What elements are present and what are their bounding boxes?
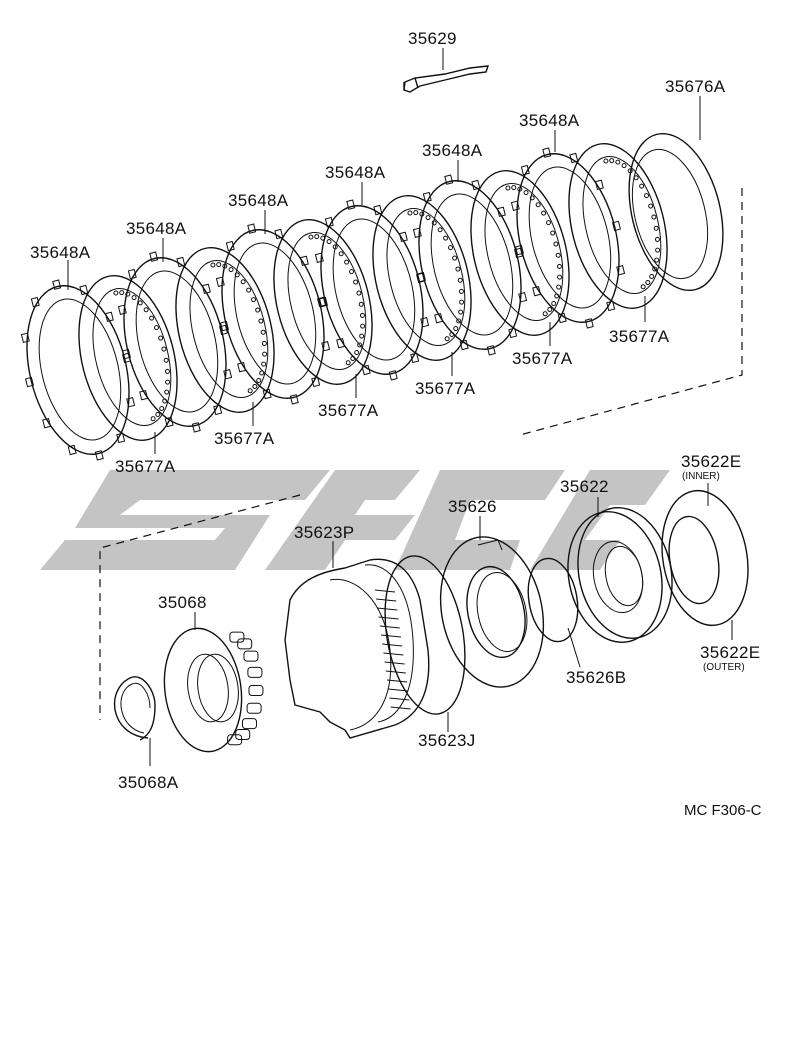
label-35068A: 35068A (118, 773, 179, 792)
part-35623P-drum (284, 558, 430, 739)
steel-plate (117, 251, 233, 433)
part-35626B-o-ring (527, 557, 579, 643)
part-35629-clip (403, 65, 490, 93)
steel-plate (510, 147, 626, 329)
label-35676A: 35676A (665, 77, 726, 96)
label-35622E-inner: 35622E (681, 452, 741, 471)
label-35623P: 35623P (294, 523, 354, 542)
label-35622E-inner-note: (INNER) (682, 471, 720, 482)
label-35677A-5: 35677A (512, 349, 573, 368)
friction-plate (175, 247, 275, 413)
friction-plate (372, 195, 472, 361)
label-35677A-4: 35677A (415, 379, 476, 398)
label-35677A-1: 35677A (115, 457, 176, 476)
part-35068A-snap-ring (114, 676, 156, 741)
part-35622E-outer-seal (661, 489, 749, 627)
friction-plate (568, 143, 668, 309)
label-35648A-3: 35648A (228, 191, 289, 210)
label-35622E-outer: 35622E (700, 643, 760, 662)
label-35622E-outer-note: (OUTER) (703, 662, 745, 673)
friction-plate (78, 275, 178, 441)
part-35068-spring-retainer (163, 627, 264, 753)
label-35623J: 35623J (418, 731, 476, 750)
label-35068: 35068 (158, 593, 207, 612)
part-35626-piston (439, 536, 545, 688)
part-35676A-flange (628, 132, 724, 292)
label-35648A-6: 35648A (519, 111, 580, 130)
label-35648A-2: 35648A (126, 219, 187, 238)
label-35629: 35629 (408, 29, 457, 48)
label-35677A-2: 35677A (214, 429, 275, 448)
assembly-boundary-upper (519, 188, 743, 436)
label-35626B: 35626B (566, 668, 626, 687)
label-35648A-5: 35648A (422, 141, 483, 160)
label-35677A-6: 35677A (609, 327, 670, 346)
steel-plate (412, 174, 528, 356)
label-35677A-3: 35677A (318, 401, 379, 420)
label-35622: 35622 (560, 477, 609, 496)
part-35622E-inner-seal (668, 515, 720, 605)
watermark-logo (40, 470, 670, 570)
clutch-pack (20, 143, 668, 461)
friction-plate (470, 170, 570, 336)
leader-lines (67, 48, 733, 766)
label-35648A-4: 35648A (325, 163, 386, 182)
label-35648A-1: 35648A (30, 243, 91, 262)
label-35626: 35626 (448, 497, 497, 516)
steel-plate (215, 223, 331, 405)
part-35623J-seal (384, 555, 466, 715)
drawing-code: MC F306-C (684, 802, 762, 819)
